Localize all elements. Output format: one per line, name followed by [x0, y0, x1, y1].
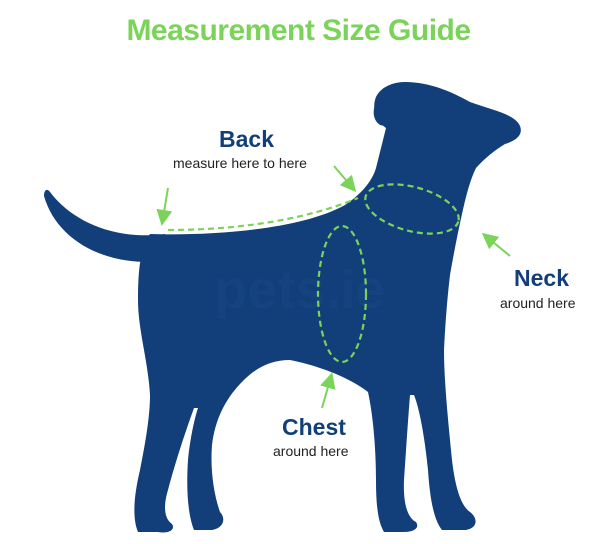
back-sublabel: measure here to here	[173, 155, 307, 171]
chest-label: Chest	[282, 414, 346, 440]
back-guide-line	[167, 196, 359, 232]
back-right-arrow-icon	[333, 165, 357, 193]
page-title: Measurement Size Guide	[126, 14, 471, 47]
watermark: pets.ie	[214, 260, 385, 320]
chest-arrow-icon	[320, 372, 336, 409]
neck-arrow-icon	[481, 232, 511, 257]
dog-ear	[373, 88, 394, 126]
chest-sublabel: around here	[273, 443, 349, 459]
back-label: Back	[219, 126, 274, 152]
neck-guide-ellipse	[364, 183, 460, 235]
back-left-arrow-icon	[156, 187, 173, 226]
neck-sublabel: around here	[500, 295, 576, 311]
dog-silhouette	[134, 82, 521, 533]
neck-label: Neck	[514, 265, 569, 291]
chest-guide-ellipse	[316, 224, 368, 364]
dog-tail	[44, 189, 165, 262]
